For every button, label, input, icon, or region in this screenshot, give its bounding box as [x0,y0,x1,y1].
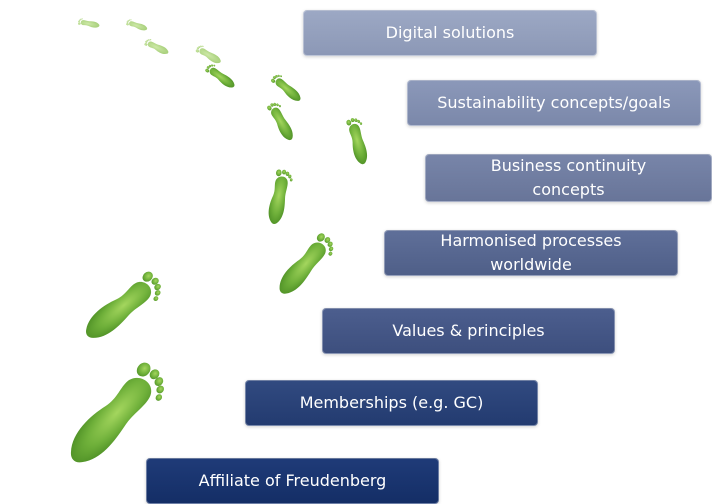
step-label: Digital solutions [385,23,515,42]
step-values-principles: Values & principles [322,308,615,354]
step-digital-solutions: Digital solutions [303,10,597,56]
step-memberships: Memberships (e.g. GC) [245,380,538,426]
step-label: Memberships (e.g. GC) [299,393,484,412]
step-business-continuity: Business continuity concepts [425,154,712,202]
step-affiliate-of-freudenberg: Affiliate of Freudenberg [146,458,439,504]
step-label: Harmonised processes worldwide [440,231,622,274]
step-sustainability-concepts: Sustainability concepts/goals [407,80,701,126]
step-label: Sustainability concepts/goals [437,93,671,112]
step-label: Values & principles [392,321,545,340]
step-label: Business continuity concepts [490,156,647,199]
step-harmonised-processes: Harmonised processes worldwide [384,230,678,276]
step-label: Affiliate of Freudenberg [198,471,387,490]
